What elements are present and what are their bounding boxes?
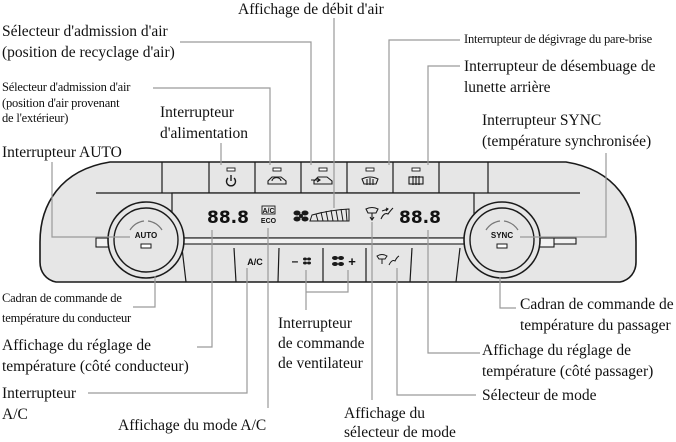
auto-knob[interactable]: AUTO	[107, 201, 185, 279]
label-driver-temp-display-2: température (côté conducteur)	[2, 358, 189, 375]
sync-indicator-led	[496, 243, 508, 249]
label-power-switch-2: d'alimentation	[160, 125, 249, 142]
mode-selector-button[interactable]	[376, 254, 400, 266]
label-power-switch-1: Interrupteur	[160, 104, 235, 121]
label-fresh-selector-1: Sélecteur d'admission d'air	[2, 80, 131, 94]
label-passenger-temp-display-1: Affichage du réglage de	[482, 342, 632, 359]
power-icon	[225, 175, 237, 187]
label-mode-selector: Sélecteur de mode	[482, 387, 597, 404]
label-driver-dial-1: Cadran de commande de	[2, 291, 122, 305]
label-sync-switch-1: Interrupteur SYNC	[482, 112, 602, 129]
mode-icon	[365, 206, 394, 221]
label-recirc-selector-2: (position de recyclage d'air)	[2, 44, 175, 61]
fan-large-icon	[332, 256, 344, 266]
label-rear-defog-1: Interrupteur de désembuage de	[464, 58, 656, 75]
label-rear-defog-2: lunette arrière	[464, 79, 551, 96]
ac-indicator: A/C	[262, 208, 274, 215]
auto-indicator-led	[140, 243, 152, 249]
rear-defog-button[interactable]	[408, 167, 424, 185]
airflow-display	[293, 208, 350, 222]
fresh-air-button[interactable]	[311, 167, 333, 185]
label-driver-dial-2: température du conducteur	[2, 311, 131, 325]
windshield-defrost-icon	[361, 176, 379, 185]
fresh-air-icon	[311, 176, 333, 185]
fan-decrease-button[interactable]: –	[292, 254, 311, 268]
label-windshield-defrost: Interrupteur de dégivrage du pare-brise	[464, 32, 652, 46]
label-ac-switch-2: A/C	[2, 406, 28, 423]
label-passenger-dial-1: Cadran de commande de	[520, 296, 674, 313]
fan-increase-button[interactable]: +	[332, 254, 356, 269]
fan-small-icon	[303, 257, 311, 265]
ac-button[interactable]: A/C	[247, 257, 263, 267]
label-airflow-display: Affichage de débit d'air	[238, 1, 384, 18]
ac-eco-display: A/C ECO	[261, 205, 277, 225]
label-sync-switch-2: (température synchronisée)	[482, 133, 652, 150]
label-ac-switch-1: Interrupteur	[2, 385, 77, 402]
recirculation-button[interactable]	[267, 167, 287, 185]
passenger-temp-display: 88.8	[399, 208, 441, 228]
leader-lines	[51, 18, 607, 408]
label-fresh-selector-2: (position d'air provenant	[2, 96, 120, 110]
sync-knob[interactable]: SYNC	[463, 201, 541, 279]
fan-icon	[293, 210, 309, 222]
label-ac-mode-display: Affichage du mode A/C	[118, 417, 267, 434]
label-passenger-temp-display-2: température (côté passager)	[482, 363, 654, 380]
recirculation-icon	[267, 176, 287, 185]
windshield-defrost-button[interactable]	[361, 167, 379, 185]
auto-knob-label: AUTO	[135, 231, 158, 240]
label-driver-temp-display-1: Affichage du réglage de	[2, 337, 152, 354]
rear-defog-icon	[408, 176, 424, 185]
driver-temp-display: 88.8	[207, 208, 249, 228]
airflow-bar-graph	[309, 208, 350, 222]
eco-indicator: ECO	[261, 218, 277, 225]
sync-knob-label: SYNC	[491, 231, 513, 240]
label-fan-switch-2: de commande	[278, 335, 365, 352]
label-fresh-selector-3: de l'extérieur)	[2, 111, 69, 125]
label-passenger-dial-2: température du passager	[520, 317, 671, 334]
label-recirc-selector-1: Sélecteur d'admission d'air	[2, 23, 168, 40]
label-fan-switch-3: de ventilateur	[278, 355, 363, 372]
label-mode-display-2: sélecteur de mode	[344, 424, 456, 441]
fan-plus-label: +	[348, 254, 356, 269]
label-mode-display-1: Affichage du	[344, 405, 426, 422]
power-button[interactable]	[225, 167, 237, 187]
label-auto-switch: Interrupteur AUTO	[2, 144, 122, 161]
mode-display	[365, 206, 394, 221]
fan-minus-label: –	[292, 254, 299, 268]
label-fan-switch-1: Interrupteur	[278, 315, 353, 332]
